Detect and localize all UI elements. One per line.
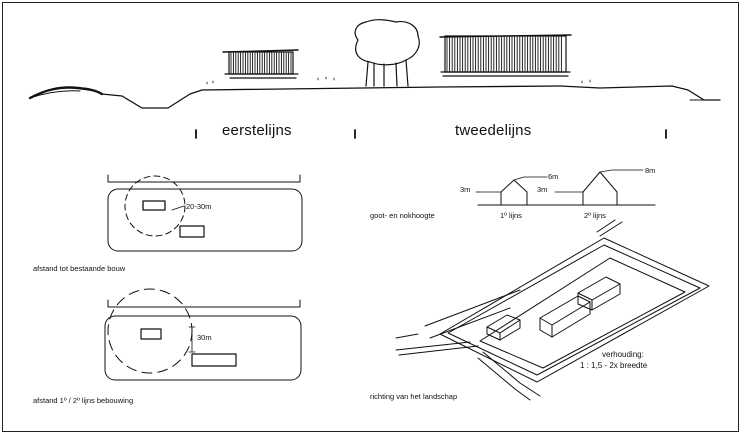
- plan2-caption: afstand 1º / 2º lijns bebouwing: [33, 396, 134, 405]
- row1-label: 1º lijns: [500, 211, 522, 220]
- zone-label-second: tweedelijns: [455, 122, 532, 139]
- isometric-view: [395, 219, 710, 401]
- zone-markers: [195, 129, 667, 139]
- trees-section: [354, 19, 420, 87]
- plan2-distance-label: 30m: [197, 333, 212, 342]
- house1-eave-label: 3m: [460, 185, 471, 194]
- ratio-title: verhouding:: [602, 350, 644, 359]
- iso-caption: richting van het landschap: [370, 392, 458, 401]
- house2-eave-label: 3m: [537, 185, 548, 194]
- house1-ridge-label: 6m: [548, 172, 559, 181]
- zone-label-first: eerstelijns: [222, 122, 292, 139]
- first-line-building-section: [222, 49, 299, 79]
- plan1-caption: afstand tot bestaande bouw: [33, 264, 126, 273]
- ratio-value: 1 : 1,5 - 2x breedte: [580, 361, 648, 370]
- plan1-distance-label: 20-30m: [186, 202, 212, 211]
- plan-distance-lines: [104, 288, 302, 381]
- height-diagram: [475, 169, 656, 206]
- row2-label: 2º lijns: [584, 211, 606, 220]
- cross-section: [28, 85, 721, 109]
- plan-distance-existing: [107, 174, 303, 252]
- grass-marks: [206, 76, 591, 85]
- drawing-frame: [2, 2, 739, 432]
- house2-ridge-label: 8m: [645, 166, 656, 175]
- height-caption: goot- en nokhoogte: [370, 211, 435, 220]
- second-line-building-section: [439, 34, 572, 77]
